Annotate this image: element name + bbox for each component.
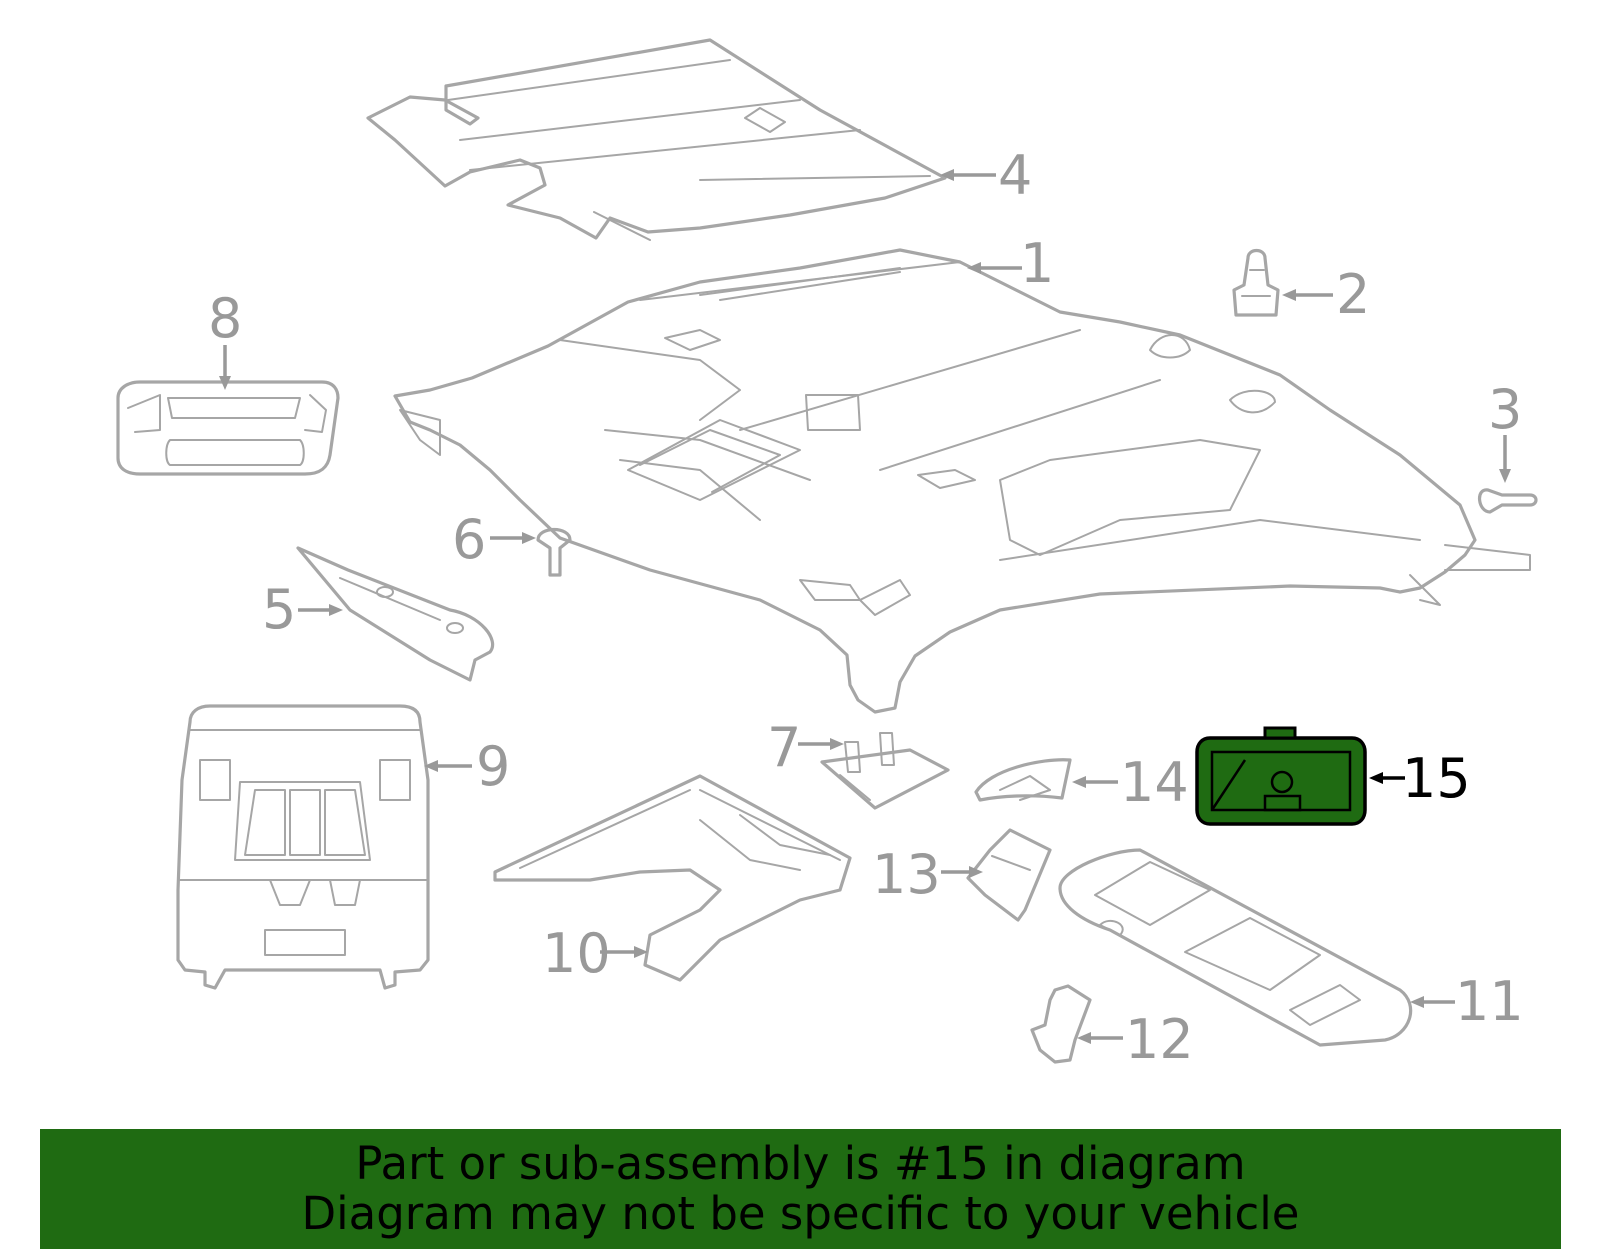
part-9-overhead-console <box>176 704 430 990</box>
callout-label-10: 10 <box>542 922 611 985</box>
callout-label-1: 1 <box>1020 232 1054 295</box>
part-13-clip <box>966 828 1052 922</box>
callout-label-5: 5 <box>262 578 296 641</box>
callout-label-15: 15 <box>1402 747 1471 810</box>
banner-line-2: Diagram may not be specific to your vehi… <box>301 1187 1300 1240</box>
part-15-highlighted[interactable] <box>1195 726 1367 826</box>
info-banner: Part or sub-assembly is #15 in diagram D… <box>40 1129 1561 1249</box>
part-11-sun-visor <box>1058 848 1413 1047</box>
callout-label-12: 12 <box>1125 1008 1194 1071</box>
part-10-console-frame <box>493 774 852 982</box>
callout-label-7: 7 <box>767 716 801 779</box>
callout-label-13: 13 <box>872 843 941 906</box>
callout-label-6: 6 <box>452 508 486 571</box>
part-8-dome-light <box>116 380 340 476</box>
callout-label-8: 8 <box>208 287 242 350</box>
part-2-nut <box>1232 248 1280 317</box>
callout-label-2: 2 <box>1336 263 1370 326</box>
callout-label-11: 11 <box>1455 970 1524 1033</box>
callout-label-3: 3 <box>1488 378 1522 441</box>
parts-diagram: 4 1 2 3 8 6 5 9 7 14 13 10 11 12 15 <box>116 38 1538 1071</box>
callout-label-14: 14 <box>1120 751 1189 814</box>
callout-arrows <box>219 169 1511 1044</box>
part-12-clip <box>1030 984 1092 1064</box>
part-5-bracket <box>296 546 495 682</box>
callout-label-9: 9 <box>476 735 510 798</box>
part-4-insulation-panel <box>366 38 947 241</box>
part-1-headliner <box>393 248 1531 714</box>
banner-line-1: Part or sub-assembly is #15 in diagram <box>355 1137 1246 1190</box>
callout-label-4: 4 <box>998 144 1032 207</box>
part-3-screw <box>1478 488 1538 514</box>
part-6-screw <box>536 527 572 577</box>
part-7-clip <box>820 732 950 810</box>
part-14-cover <box>974 758 1072 802</box>
